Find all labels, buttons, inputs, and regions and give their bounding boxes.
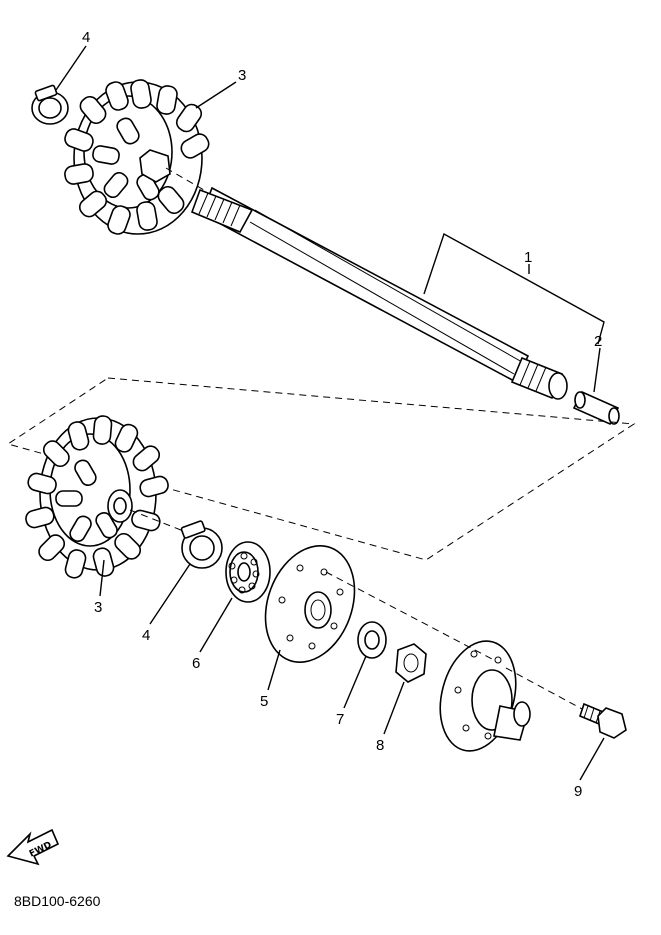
callout-7: 7 — [336, 711, 344, 728]
callout-3-lower: 3 — [94, 599, 102, 616]
sprocket-lower — [25, 415, 169, 579]
callout-8: 8 — [376, 737, 384, 754]
sprocket-teeth-upper — [64, 79, 210, 235]
sprocket-hub-upper — [139, 149, 171, 183]
leader-lines — [55, 45, 605, 781]
callout-bracket — [423, 232, 605, 345]
fwd-arrow-icon: FWD — [6, 828, 60, 866]
drive-shaft — [190, 186, 568, 400]
callout-4-upper: 4 — [82, 29, 90, 46]
flange-plate — [264, 545, 356, 663]
bolt — [579, 702, 627, 739]
callout-5: 5 — [260, 693, 268, 710]
callout-9: 9 — [574, 783, 582, 800]
bearing — [225, 541, 271, 603]
callout-2: 2 — [594, 333, 602, 350]
nut — [395, 643, 427, 683]
hose-clamp-lower — [180, 520, 223, 569]
callout-labels: 1 2 3 4 3 4 5 6 7 8 9 — [82, 29, 602, 800]
pin — [572, 390, 620, 426]
washer — [357, 621, 387, 659]
hose-clamp-upper — [31, 84, 69, 125]
sprocket-upper — [64, 79, 210, 235]
hub-flange — [439, 640, 531, 752]
callout-4-lower: 4 — [142, 627, 150, 644]
sprocket-teeth-lower — [25, 415, 169, 579]
callout-6: 6 — [192, 655, 200, 672]
callout-1: 1 — [524, 249, 532, 266]
callout-3-upper: 3 — [238, 67, 246, 84]
drawing-code: 8BD100-6260 — [14, 893, 101, 909]
dashed-assembly-boundary — [6, 377, 636, 561]
